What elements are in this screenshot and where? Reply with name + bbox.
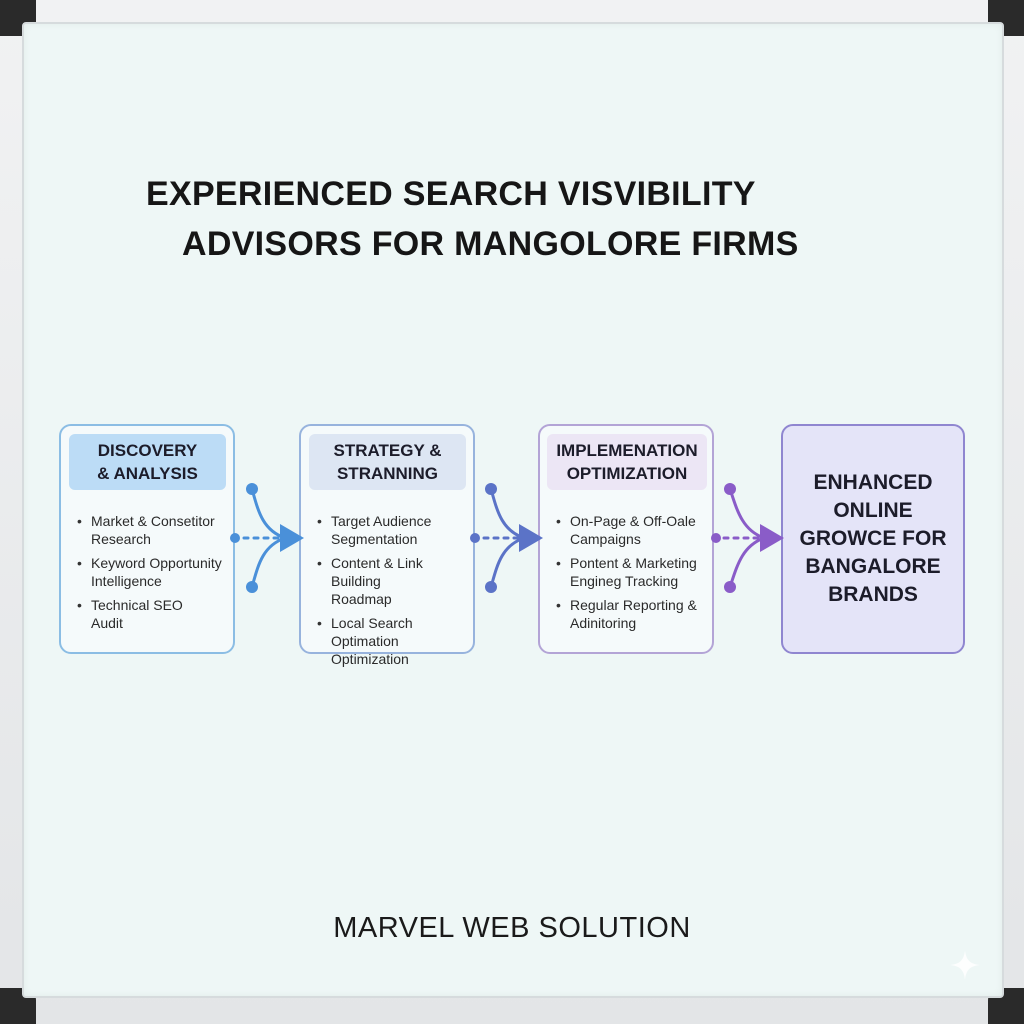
step-heading: STRATEGY & STRANNING <box>309 434 466 490</box>
step-item: Technical SEO Audit <box>75 596 235 632</box>
step-item: Regular Reporting & Adinitoring <box>554 596 714 632</box>
step-heading: DISCOVERY & ANALYSIS <box>69 434 226 490</box>
sparkle-icon <box>950 950 980 980</box>
step-item: Market & Consetitor Research <box>75 512 235 548</box>
step-item: On-Page & Off-Oale Campaigns <box>554 512 714 548</box>
result-box: ENHANCED ONLINE GROWCE FOR BANGALORE BRA… <box>781 424 965 654</box>
brand-footer: MARVEL WEB SOLUTION <box>333 912 691 944</box>
step-item: Content & Link Building Roadmap <box>315 554 475 608</box>
step-item-list: Market & Consetitor Research Keyword Opp… <box>75 512 235 638</box>
step-item: Target Audience Segmentation <box>315 512 475 548</box>
result-text: ENHANCED ONLINE GROWCE FOR BANGALORE BRA… <box>799 471 947 606</box>
title-line-2: ADVISORS FOR MANGOLORE FIRMS <box>182 225 799 263</box>
step-box-discovery: DISCOVERY & ANALYSIS Market & Consetitor… <box>59 424 235 654</box>
step-box-implementation: IMPLEMENATION OPTIMIZATION On-Page & Off… <box>538 424 714 654</box>
step-item-list: Target Audience Segmentation Content & L… <box>315 512 475 674</box>
step-heading: IMPLEMENATION OPTIMIZATION <box>547 434 707 490</box>
step-box-strategy: STRATEGY & STRANNING Target Audience Seg… <box>299 424 475 667</box>
step-item: Pontent & Marketing Engineg Tracking <box>554 554 714 590</box>
step-item: Local Search Optimation Optimization <box>315 614 475 668</box>
step-item-list: On-Page & Off-Oale Campaigns Pontent & M… <box>554 512 714 638</box>
step-item: Keyword Opportunity Intelligence <box>75 554 235 590</box>
title-line-1: EXPERIENCED SEARCH VISVIBILITY <box>146 175 756 213</box>
